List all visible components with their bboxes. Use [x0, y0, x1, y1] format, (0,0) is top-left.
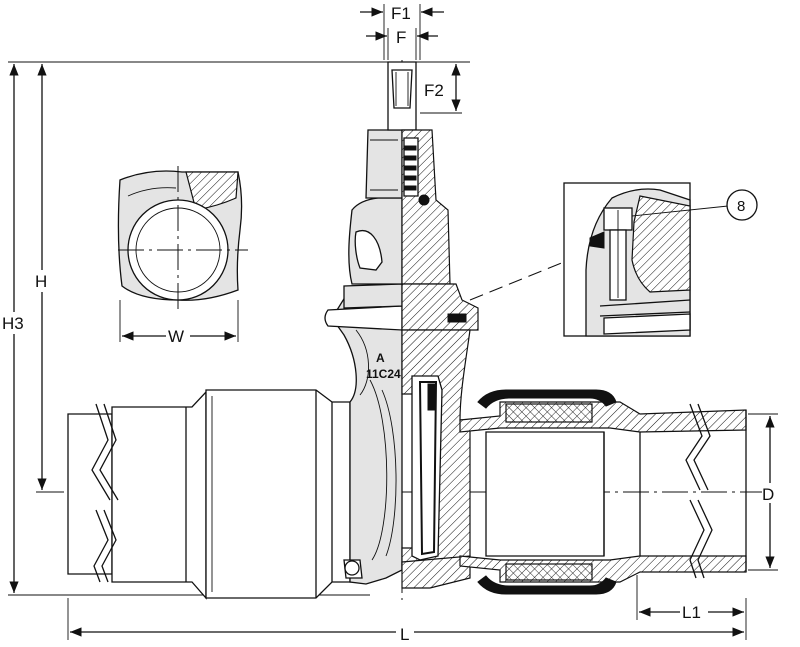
d-label: D — [762, 485, 774, 504]
h3-label: H3 — [2, 314, 24, 333]
detail-top-view: W — [117, 166, 248, 346]
casting-code: 11C24 — [366, 367, 401, 381]
valve-body-exterior: A 11C24 — [324, 129, 403, 585]
dimension-l1: L1 — [636, 575, 744, 622]
dimension-h: H — [32, 64, 60, 493]
f-label: F — [396, 28, 406, 47]
callout-label: 8 — [737, 198, 745, 215]
stem-cap — [387, 61, 417, 131]
detail-inset: 8 — [469, 182, 758, 337]
f2-label: F2 — [424, 81, 444, 100]
h-label: H — [35, 272, 47, 291]
dimension-l: L — [67, 598, 747, 644]
f1-label: F1 — [391, 4, 411, 23]
dimension-h3: H3 — [1, 61, 470, 596]
l1-label: L1 — [682, 603, 701, 622]
dimension-f: F — [366, 28, 438, 60]
right-pipe-section — [459, 389, 747, 595]
dimension-d: D — [748, 413, 780, 571]
w-label: W — [168, 327, 184, 346]
left-socket — [205, 389, 351, 599]
valve-body-section — [401, 129, 479, 589]
casting-brand: A — [376, 351, 385, 365]
dimension-f2: F2 — [420, 61, 462, 114]
left-pipe — [67, 390, 207, 600]
l-label: L — [400, 625, 409, 642]
